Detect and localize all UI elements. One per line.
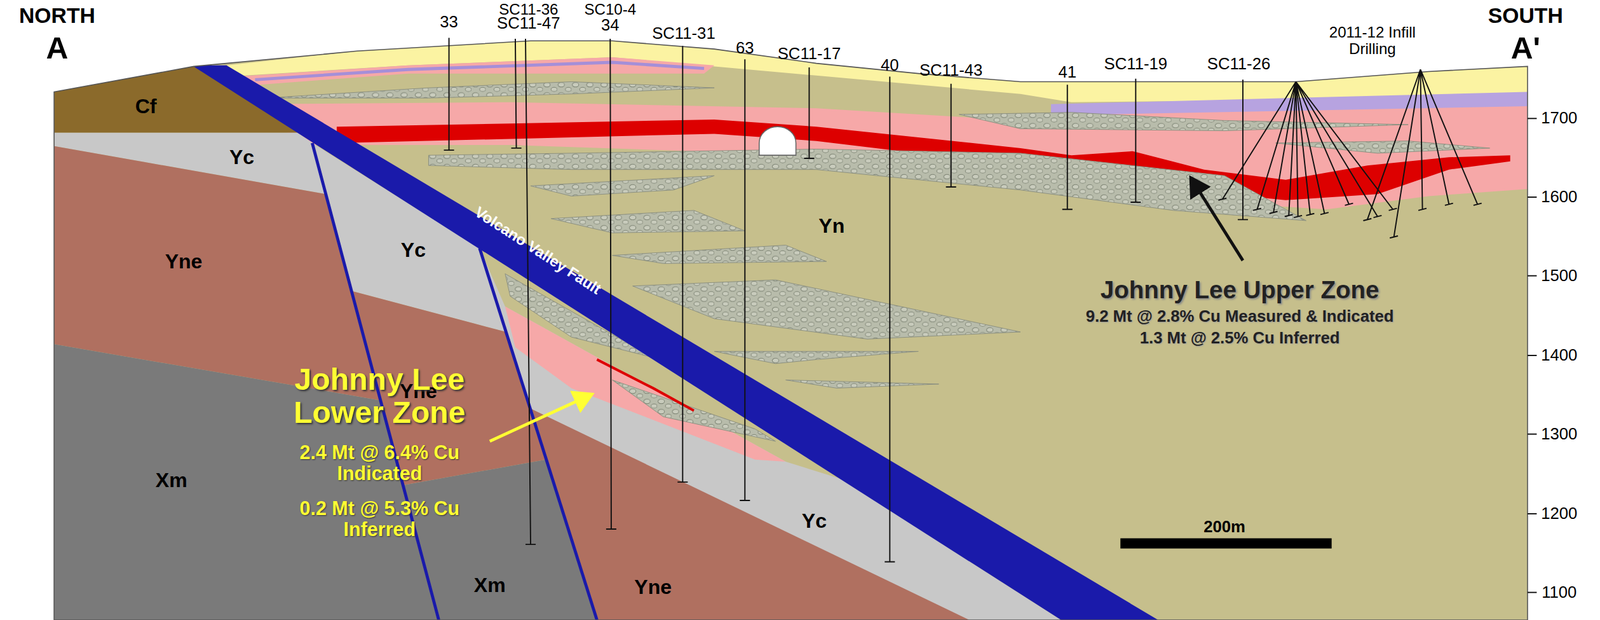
drillhole-label: 33 (439, 13, 459, 32)
zone-title: Johnny Lee Lower Zone (270, 362, 490, 429)
elevation-label: 1100 (1541, 583, 1577, 602)
unit-label: Yc (229, 146, 255, 169)
leader-arrow (1190, 177, 1243, 260)
unit-label: Xm (155, 468, 188, 492)
unit-label: Cf (135, 95, 157, 118)
drillhole-label: SC10-4 (583, 1, 637, 18)
drillhole-label: 34 (601, 16, 620, 35)
drillhole-label: SC11-19 (1104, 55, 1168, 74)
elevation-label: 1700 (1540, 109, 1578, 128)
resource-note: 1.3 Mt @ 2.5% Cu Inferred (1139, 329, 1341, 347)
elevation-label: 1600 (1540, 188, 1578, 206)
resource-note: 0.2 Mt @ 5.3% Cu Inferred (277, 497, 482, 540)
elevation-label: 1500 (1540, 266, 1578, 285)
section-end: A (46, 31, 69, 65)
drillhole-label: 40 (880, 56, 900, 75)
drillhole-label: 41 (1057, 63, 1077, 82)
drillhole-label: SC11-26 (1207, 55, 1271, 74)
elevation-label: 1300 (1540, 425, 1578, 443)
unit-label: Yc (400, 238, 426, 262)
section-end: A' (1511, 31, 1541, 65)
unit-label: Yne (634, 575, 672, 598)
elevation-label: 1200 (1540, 504, 1578, 523)
drillhole-label: SC11-17 (777, 45, 841, 63)
unit-label: Yne (165, 250, 203, 273)
unit-label: Yc (801, 509, 827, 532)
resource-note: 2.4 Mt @ 6.4% Cu Indicated (277, 441, 482, 484)
elevation-label: 1400 (1540, 346, 1578, 365)
scale-label: 200m (1203, 517, 1246, 536)
elevation-ticks (1527, 118, 1537, 592)
compass-label: SOUTH (1488, 3, 1564, 27)
leader-arrow (489, 393, 593, 441)
unit-label: Xm (474, 573, 506, 597)
resource-note: 9.2 Mt @ 2.8% Cu Measured & Indicated (1085, 307, 1395, 326)
drillhole-label: SC11-43 (919, 61, 983, 80)
unit-label: Yn (818, 214, 845, 238)
scale-bar (1120, 537, 1332, 548)
zone-title: Johnny Lee Upper Zone (1100, 276, 1380, 304)
drillhole-label: SC11-31 (651, 24, 715, 43)
compass-label: NORTH (19, 3, 96, 27)
drilling-note: 2011-12 Infill Drilling (1326, 24, 1419, 58)
drillhole-label: SC11-47 (496, 14, 560, 33)
drillhole-label: 63 (735, 39, 755, 58)
drill-holes (444, 37, 1482, 562)
